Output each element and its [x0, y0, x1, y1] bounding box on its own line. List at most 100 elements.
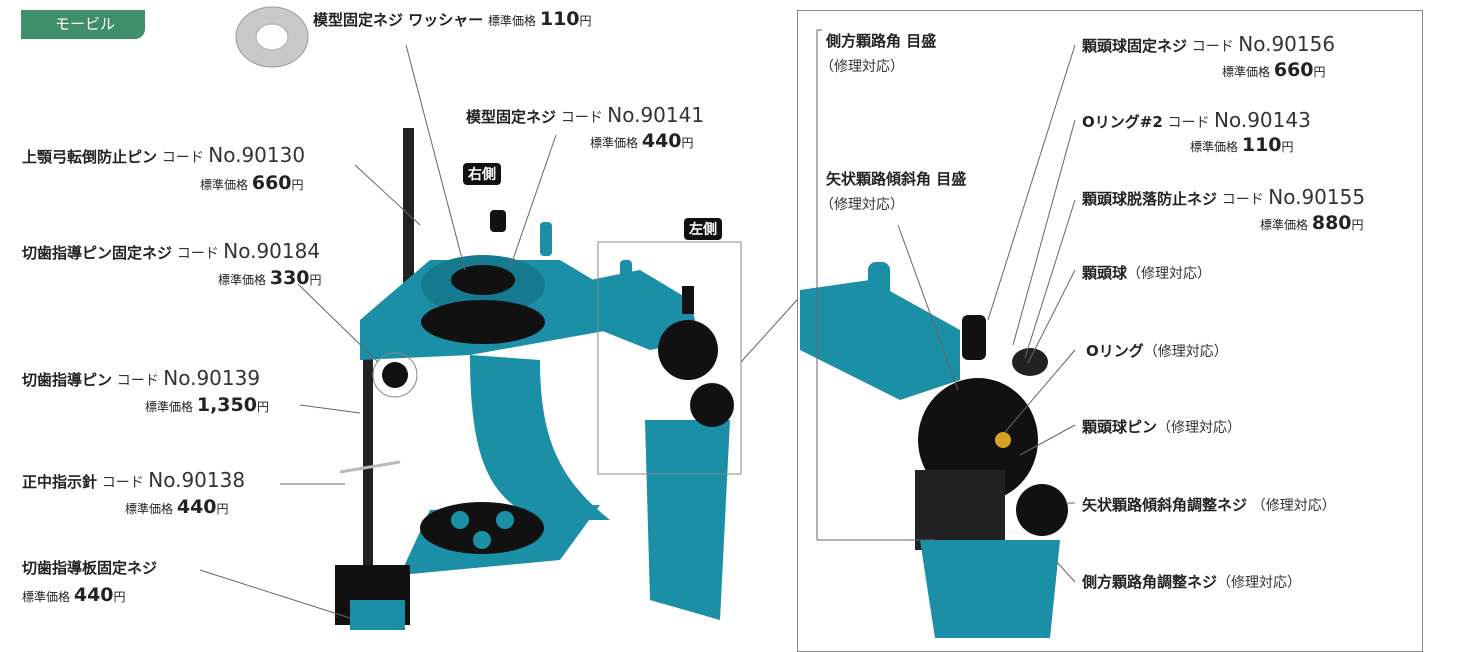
incisal-pin-screw-label: 切歯指導ピン固定ネジ コード No.90184	[22, 240, 320, 265]
incisal-pin-screw-price: 標準価格 330円	[218, 267, 322, 291]
code-number: No.90155	[1268, 185, 1366, 209]
lateral-scale-label: 側方顆路角 目盛	[826, 30, 936, 52]
left-side-badge: 左側	[684, 218, 722, 240]
price-value: 330	[269, 267, 310, 289]
price-value: 880	[1311, 212, 1352, 234]
code-prefix: コード	[1221, 192, 1264, 208]
code-prefix: コード	[176, 246, 219, 262]
incisal-pin-price: 標準価格 1,350円	[145, 394, 269, 418]
price-prefix: 標準価格	[1222, 65, 1271, 79]
code: コード No.90155	[1221, 186, 1365, 208]
part-name: 側方顆路角 目盛	[826, 32, 937, 50]
price-prefix: 標準価格	[22, 590, 71, 604]
price-value: 660	[1273, 59, 1314, 81]
part-name: 切歯指導ピン固定ネジ	[22, 244, 173, 262]
condyle-stop-screw-label: 顆頭球脱落防止ネジ コード No.90155	[1082, 186, 1365, 211]
code-number: No.90184	[223, 239, 321, 263]
condyle-screw-price: 標準価格 660円	[1222, 59, 1326, 83]
incisal-pin-label: 切歯指導ピン コード No.90139	[22, 367, 260, 392]
condyle-stop-screw-price: 標準価格 880円	[1260, 212, 1364, 236]
code-number: No.90130	[208, 143, 306, 167]
oring-label: Oリング（修理対応）	[1086, 340, 1228, 363]
code-prefix: コード	[1191, 39, 1234, 55]
right-side-badge: 右側	[463, 163, 501, 185]
code: コード No.90130	[161, 144, 305, 166]
sagittal-adjust-label: 矢状顆路傾斜角調整ネジ （修理対応）	[1082, 494, 1336, 517]
detail-panel	[797, 10, 1423, 652]
part-name: 切歯指導板固定ネジ	[22, 559, 158, 577]
oring2-label: Oリング#2 コード No.90143	[1082, 109, 1311, 134]
part-name: 顆頭球脱落防止ネジ	[1082, 190, 1218, 208]
yen: 円	[113, 590, 126, 604]
condyle-closeup-image	[800, 262, 1068, 638]
price-prefix: 標準価格	[488, 14, 537, 28]
midline-needle-price: 標準価格 440円	[125, 496, 229, 520]
model-screw-label: 模型固定ネジ コード No.90141	[466, 104, 704, 129]
condyle-pin-label: 顆頭球ピン（修理対応）	[1082, 416, 1241, 439]
price: 標準価格 110円	[488, 8, 592, 30]
code-prefix: コード	[560, 110, 603, 126]
yen: 円	[256, 400, 269, 414]
incisal-table-screw-price: 標準価格 440円	[22, 584, 126, 608]
code: コード No.90139	[116, 367, 260, 389]
upper-pin-label: 上顎弓転倒防止ピン コード No.90130	[22, 144, 305, 169]
part-name: Oリング#2	[1082, 113, 1163, 131]
part-name: 模型固定ネジ	[466, 108, 557, 126]
code-prefix: コード	[161, 150, 204, 166]
yen: 円	[1313, 65, 1326, 79]
code: コード No.90138	[102, 469, 245, 491]
washer-label: 模型固定ネジ ワッシャー 標準価格 110円	[313, 8, 592, 32]
price-value: 110	[539, 8, 580, 30]
price-value: 440	[176, 496, 217, 518]
price-value: 1,350	[196, 394, 257, 416]
price-value: 660	[251, 172, 292, 194]
part-name: Oリング	[1086, 342, 1144, 360]
code: コード No.90184	[176, 240, 320, 262]
lateral-scale-note: （修理対応）	[820, 59, 904, 75]
part-name: 側方顆路角調整ネジ	[1082, 573, 1218, 591]
code-number: No.90139	[163, 366, 261, 390]
condyle-screw-label: 顆頭球固定ネジ コード No.90156	[1082, 33, 1335, 58]
code-number: No.90138	[148, 468, 246, 492]
yen: 円	[579, 14, 592, 28]
repair-note: （修理対応）	[1251, 498, 1336, 514]
incisal-table-screw-label: 切歯指導板固定ネジ	[22, 557, 157, 579]
oring2-price: 標準価格 110円	[1190, 134, 1294, 158]
sagittal-scale-label: 矢状顆路傾斜角 目盛	[826, 168, 966, 190]
leader-lines	[199, 29, 1076, 619]
sagittal-scale-note: （修理対応）	[820, 197, 904, 213]
yen: 円	[216, 502, 229, 516]
yen: 円	[291, 178, 304, 192]
code-number: No.90143	[1214, 108, 1311, 132]
price-value: 110	[1241, 134, 1282, 156]
midline-needle-label: 正中指示針 コード No.90138	[22, 469, 245, 494]
illustration-layer	[199, 6, 1076, 638]
part-name: 顆頭球ピン	[1082, 418, 1158, 436]
code-prefix: コード	[116, 373, 159, 389]
condyle-ball-label: 顆頭球（修理対応）	[1082, 262, 1211, 285]
part-name: 正中指示針	[22, 473, 98, 491]
price-prefix: 標準価格	[145, 400, 194, 414]
part-name: 顆頭球	[1082, 264, 1128, 282]
category-tag: モービル	[21, 10, 145, 39]
price-value: 440	[73, 584, 114, 606]
part-name: 顆頭球固定ネジ	[1082, 37, 1188, 55]
lateral-adjust-label: 側方顆路角調整ネジ（修理対応）	[1082, 571, 1301, 594]
repair-note: （修理対応）	[1143, 344, 1228, 360]
washer-image	[235, 6, 309, 68]
repair-note: （修理対応）	[1157, 420, 1242, 436]
part-name: 切歯指導ピン	[22, 371, 113, 389]
part-name: 矢状顆路傾斜角調整ネジ	[1082, 496, 1248, 514]
price-prefix: 標準価格	[590, 136, 639, 150]
yen: 円	[1351, 218, 1364, 232]
part-name: 上顎弓転倒防止ピン	[22, 148, 158, 166]
part-name: 矢状顆路傾斜角 目盛	[826, 170, 967, 188]
code-number: No.90156	[1238, 32, 1336, 56]
price-prefix: 標準価格	[125, 502, 174, 516]
code: コード No.90143	[1168, 109, 1311, 131]
articulator-image	[335, 128, 742, 630]
code-number: No.90141	[607, 103, 705, 127]
code: コード No.90156	[1191, 33, 1335, 55]
price-prefix: 標準価格	[200, 178, 249, 192]
yen: 円	[681, 136, 694, 150]
